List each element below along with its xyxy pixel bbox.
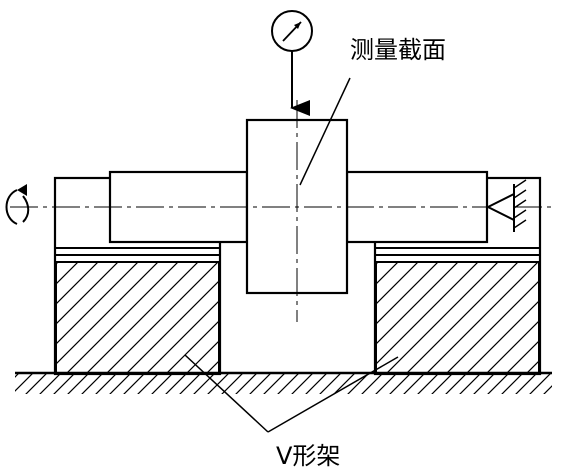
dial-indicator-icon bbox=[271, 10, 313, 116]
tailstock-center-icon bbox=[485, 179, 527, 232]
right-support-block bbox=[373, 176, 542, 376]
v-block-label: V形架 bbox=[276, 442, 341, 470]
ground bbox=[15, 371, 552, 394]
section-leader-line bbox=[299, 77, 351, 186]
left-support-block bbox=[53, 176, 222, 376]
v-block-leader-lines bbox=[184, 354, 399, 433]
measuring-section-label: 测量截面 bbox=[350, 36, 446, 64]
rotation-arrow-icon bbox=[5, 184, 30, 225]
